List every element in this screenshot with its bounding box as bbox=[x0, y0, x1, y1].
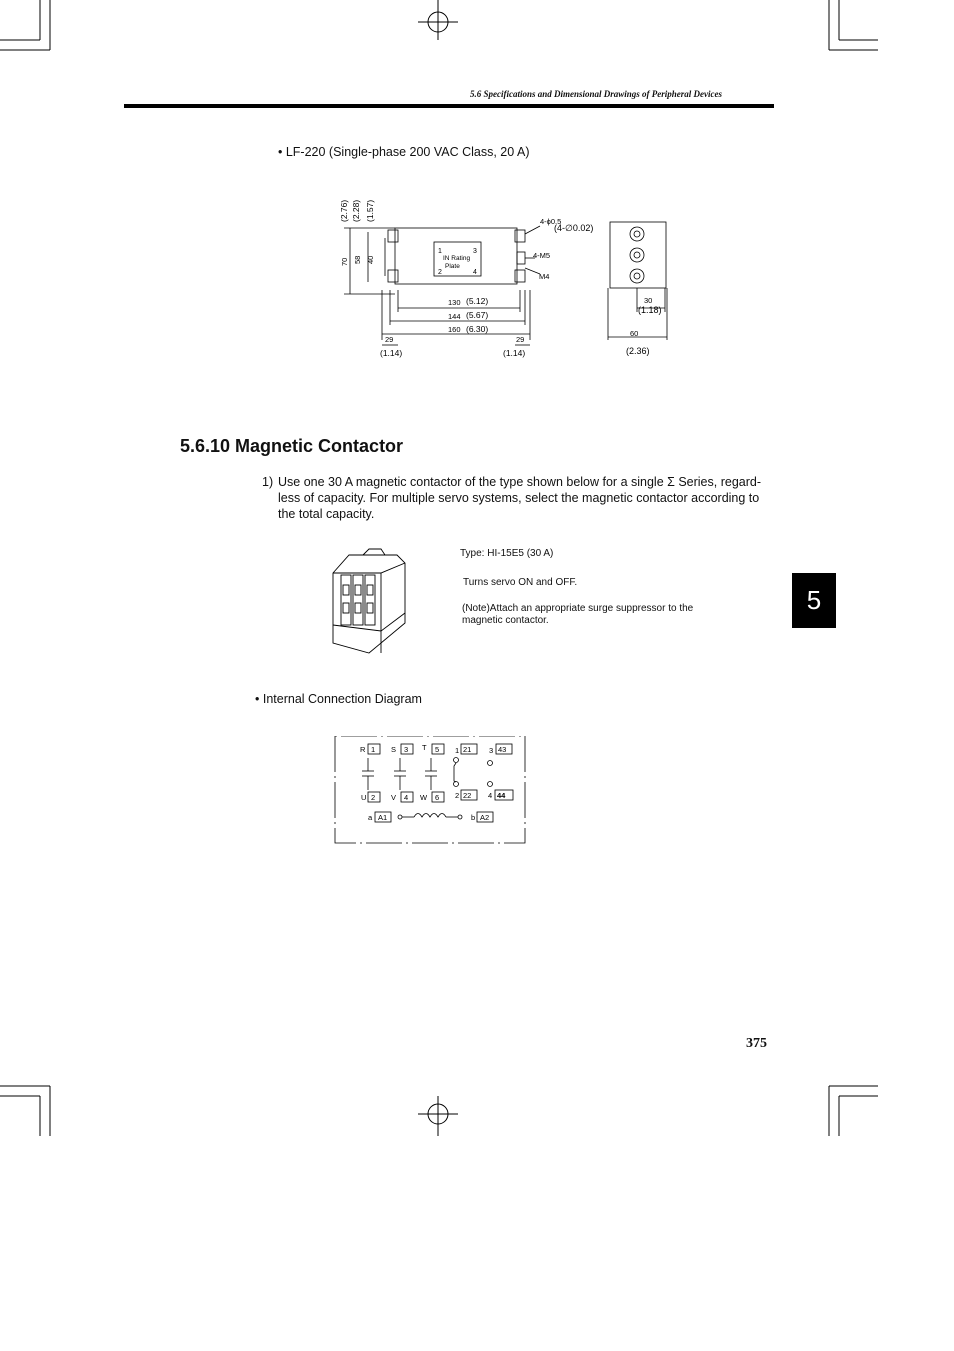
dim-mm-29-right: 29 bbox=[516, 335, 524, 344]
dim-mm-70: 70 bbox=[340, 258, 349, 266]
dim-in-160: (6.30) bbox=[466, 324, 488, 334]
dim-mm-29-left: 29 bbox=[385, 335, 393, 344]
m4-label: M4 bbox=[539, 272, 549, 281]
plate-text-2: Plate bbox=[445, 263, 460, 270]
running-header: 5.6 Specifications and Dimensional Drawi… bbox=[470, 89, 722, 99]
dim-mm-30: 30 bbox=[644, 296, 652, 305]
contactor-note-line1: (Note)Attach an appropriate surge suppre… bbox=[462, 603, 694, 614]
coil-terminal-A1: A1 bbox=[378, 813, 387, 822]
dim-in-228: (2.28) bbox=[351, 200, 361, 222]
filter-heading: • LF-220 (Single-phase 200 VAC Class, 20… bbox=[278, 145, 530, 159]
plate-text-1: IN Rating bbox=[443, 255, 470, 262]
noise-filter-drawing: (2.76) (2.28) (1.57) 70 58 40 4-ϕ0.5 (4-… bbox=[339, 200, 668, 358]
terminal-label-S: S bbox=[391, 745, 396, 754]
dim-mm-144: 144 bbox=[448, 312, 461, 321]
filter-side-view bbox=[609, 221, 667, 289]
terminal-21: 21 bbox=[463, 745, 471, 754]
m5-label: 4-M5 bbox=[533, 251, 550, 260]
terminal-22: 22 bbox=[463, 791, 471, 800]
item-text: Use one 30 A magnetic contactor of the t… bbox=[278, 475, 761, 521]
dim-in-130: (5.12) bbox=[466, 296, 488, 306]
plate-terminal-3: 3 bbox=[473, 248, 477, 255]
terminal-1: 1 bbox=[371, 745, 375, 754]
aux-label-4: 4 bbox=[488, 791, 492, 800]
terminal-label-W: W bbox=[420, 793, 428, 802]
hole-inch: (4-∅0.02) bbox=[554, 223, 593, 233]
page-number: 375 bbox=[746, 1036, 767, 1051]
coil-label-a: a bbox=[368, 813, 373, 822]
aux-label-2: 2 bbox=[455, 791, 459, 800]
header-rule bbox=[124, 104, 774, 108]
contactor-illustration bbox=[332, 548, 406, 654]
terminal-label-R: R bbox=[360, 745, 366, 754]
contactor-description: Turns servo ON and OFF. bbox=[463, 577, 578, 588]
plate-terminal-4: 4 bbox=[473, 269, 477, 276]
contactor-note-line2: magnetic contactor. bbox=[462, 615, 549, 626]
dim-in-236: (2.36) bbox=[626, 346, 650, 356]
terminal-3: 3 bbox=[404, 745, 408, 754]
coil-label-b: b bbox=[471, 813, 475, 822]
plate-terminal-1: 1 bbox=[438, 248, 442, 255]
dim-in-114-right: (1.14) bbox=[503, 348, 525, 358]
dim-in-157: (1.57) bbox=[365, 200, 375, 222]
terminal-label-T: T bbox=[422, 743, 427, 752]
dim-in-114-left: (1.14) bbox=[380, 348, 402, 358]
item-number: 1) bbox=[262, 475, 274, 489]
dim-mm-58: 58 bbox=[353, 256, 362, 264]
terminal-44: 44 bbox=[497, 791, 506, 800]
coil-terminal-A2: A2 bbox=[480, 813, 489, 822]
connection-diagram: R 1 S 3 T 5 1 21 3 43 U 2 V 4 W 6 2 22 4… bbox=[334, 736, 526, 844]
terminal-4: 4 bbox=[404, 793, 408, 802]
hole-label: 4-ϕ0.5 bbox=[540, 217, 561, 226]
dim-in-118: (1.18) bbox=[638, 305, 662, 315]
contactor-type: Type: HI-15E5 (30 A) bbox=[460, 548, 554, 559]
rating-plate bbox=[433, 241, 482, 277]
terminal-43: 43 bbox=[498, 745, 506, 754]
dim-mm-160: 160 bbox=[448, 325, 461, 334]
dim-in-144: (5.67) bbox=[466, 310, 488, 320]
aux-label-3: 3 bbox=[489, 746, 493, 755]
dim-mm-60: 60 bbox=[630, 329, 638, 338]
section-title: 5.6.10 Magnetic Contactor bbox=[180, 436, 404, 456]
terminal-label-U: U bbox=[361, 793, 366, 802]
terminal-6: 6 bbox=[435, 793, 439, 802]
terminal-2: 2 bbox=[371, 793, 375, 802]
terminal-5: 5 bbox=[435, 745, 439, 754]
item-1: 1) Use one 30 A magnetic contactor of th… bbox=[262, 474, 777, 522]
diagram-heading: • Internal Connection Diagram bbox=[255, 692, 422, 706]
plate-terminal-2: 2 bbox=[438, 269, 442, 276]
terminal-label-V: V bbox=[391, 793, 396, 802]
dim-in-276: (2.76) bbox=[339, 200, 349, 222]
chapter-tab: 5 bbox=[792, 573, 836, 628]
dim-mm-40: 40 bbox=[366, 256, 375, 264]
aux-label-1: 1 bbox=[455, 746, 459, 755]
dim-mm-130: 130 bbox=[448, 298, 461, 307]
